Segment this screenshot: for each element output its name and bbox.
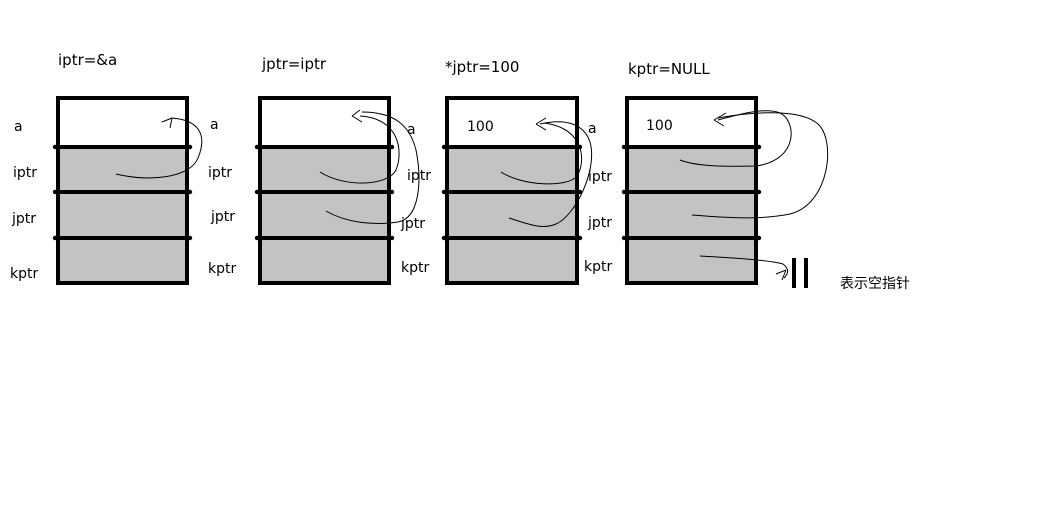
arrow-jptr-to-a-3 — [508, 121, 592, 227]
right-label-iptr-3: iptr — [588, 169, 612, 185]
divider-dot-right — [389, 235, 395, 241]
value-a-4: 100 — [646, 118, 673, 134]
caption-3: *jptr=100 — [445, 58, 519, 76]
arrow-head-2 — [351, 109, 363, 123]
divider-dot-left — [441, 189, 447, 195]
cell-jptr-3 — [447, 192, 577, 238]
divider-dot-right — [756, 144, 762, 150]
text-labels: iptr=&a jptr=iptr *jptr=100 kptr=NULL a iptr j… — [10, 51, 910, 292]
right-label-jptr-2: jptr — [400, 216, 425, 232]
divider-dot-right — [187, 144, 193, 150]
arrow-jptr-to-a-4 — [691, 112, 829, 219]
caption-1: iptr=&a — [58, 51, 117, 69]
divider-dot-left — [621, 189, 627, 195]
divider-dot-left — [52, 235, 58, 241]
left-label-iptr: iptr — [13, 165, 37, 181]
pointer-arrows — [115, 109, 829, 281]
cell-kptr-2 — [260, 238, 389, 283]
divider-dot-right — [756, 189, 762, 195]
memory-boxes — [52, 96, 808, 288]
left-label-a: a — [14, 119, 23, 135]
arrow-iptr-to-a-3 — [500, 122, 583, 185]
cell-iptr-3 — [447, 147, 577, 192]
left-label-kptr: kptr — [10, 266, 38, 282]
cell-kptr-3 — [447, 238, 577, 283]
cell-a-2 — [260, 98, 389, 147]
right-label-kptr-3: kptr — [584, 259, 612, 275]
divider-dot-left — [621, 144, 627, 150]
arrow-kptr-to-null — [699, 255, 789, 279]
cell-jptr-2 — [260, 192, 389, 238]
cell-a-4 — [627, 98, 756, 147]
right-label-a-3: a — [588, 121, 597, 137]
arrow-head-null — [775, 269, 787, 281]
left-label-jptr: jptr — [11, 211, 36, 227]
value-a-3: 100 — [467, 119, 494, 135]
arrow-jptr-to-a-2 — [325, 111, 420, 224]
divider-dot-right — [187, 189, 193, 195]
arrow-iptr-to-a-4 — [679, 110, 792, 167]
divider-dot-left — [441, 235, 447, 241]
cell-jptr-4 — [627, 192, 756, 238]
divider-dot-left — [52, 144, 58, 150]
right-label-iptr-2: iptr — [407, 168, 431, 184]
divider-dot-right — [577, 235, 583, 241]
null-pointer-note: 表示空指针 — [840, 276, 910, 292]
right-label-a-1: a — [210, 117, 219, 133]
right-label-kptr-2: kptr — [401, 260, 429, 276]
caption-2: jptr=iptr — [261, 55, 327, 73]
cell-iptr-2 — [260, 147, 389, 192]
cell-kptr-1 — [58, 238, 187, 283]
divider-dot-right — [756, 235, 762, 241]
arrow-iptr-to-a-1 — [115, 117, 203, 179]
cell-iptr-4 — [627, 147, 756, 192]
cell-a-1 — [58, 98, 187, 147]
arrow-iptr-to-a-2 — [319, 115, 400, 184]
divider-dot-right — [187, 235, 193, 241]
divider-dot-left — [441, 144, 447, 150]
arrow-head-1 — [161, 117, 173, 129]
divider-dot-right — [389, 144, 395, 150]
right-label-iptr-1: iptr — [208, 165, 232, 181]
right-label-jptr-3: jptr — [587, 215, 612, 231]
right-label-a-2: a — [407, 122, 416, 138]
cell-kptr-4 — [627, 238, 756, 283]
divider-dot-right — [389, 189, 395, 195]
arrow-head-3 — [535, 117, 547, 131]
cell-jptr-1 — [58, 192, 187, 238]
right-label-jptr-1: jptr — [210, 209, 235, 225]
divider-dot-left — [254, 235, 260, 241]
cell-iptr-1 — [58, 147, 187, 192]
cell-a-3 — [447, 98, 577, 147]
divider-dot-left — [621, 235, 627, 241]
arrow-head-4 — [713, 112, 727, 127]
caption-4: kptr=NULL — [628, 60, 710, 78]
divider-dot-left — [52, 189, 58, 195]
right-label-kptr-1: kptr — [208, 261, 236, 277]
divider-dot-right — [577, 189, 583, 195]
divider-dot-left — [254, 144, 260, 150]
divider-dot-left — [254, 189, 260, 195]
